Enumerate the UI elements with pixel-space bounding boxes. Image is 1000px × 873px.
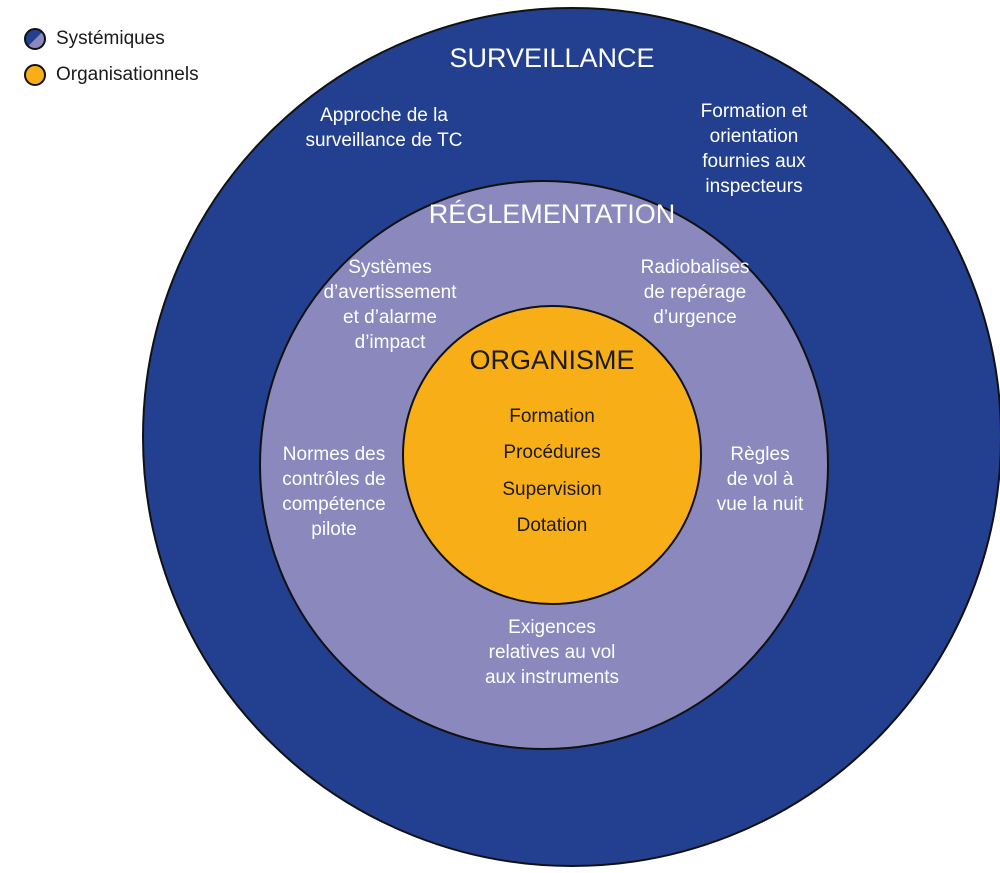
legend-label: Systémiques xyxy=(56,28,165,49)
reglementation-title: RÉGLEMENTATION xyxy=(428,199,676,229)
reglementation-item: Règles de vol à vue la nuit xyxy=(716,444,804,515)
systemic-swatch-icon xyxy=(24,28,46,50)
reglementation-item: Normes des contrôles de compétence pilot… xyxy=(282,444,386,540)
legend-label: Organisationnels xyxy=(56,64,199,85)
organisme-item: Procédures xyxy=(503,442,601,463)
organisme-circle xyxy=(402,305,702,605)
legend-item-systemiques: Systémiques xyxy=(24,28,165,50)
organisational-swatch-icon xyxy=(24,64,46,86)
reglementation-item: Exigences relatives au vol aux instrumen… xyxy=(484,617,620,688)
surveillance-title: SURVEILLANCE xyxy=(449,43,655,73)
legend-item-organisationnels: Organisationnels xyxy=(24,64,199,86)
reglementation-item: Systèmes d’avertissement et d’alarme d’i… xyxy=(323,257,457,353)
organisme-item: Formation xyxy=(509,406,595,427)
organisme-item: Supervision xyxy=(502,479,602,500)
organisme-item: Dotation xyxy=(516,515,588,536)
surveillance-item: Formation et orientation fournies aux in… xyxy=(700,101,808,197)
surveillance-item: Approche de la surveillance de TC xyxy=(305,105,463,151)
reglementation-item: Radiobalises de repérage d’urgence xyxy=(640,257,750,328)
organisme-title: ORGANISME xyxy=(469,345,635,375)
